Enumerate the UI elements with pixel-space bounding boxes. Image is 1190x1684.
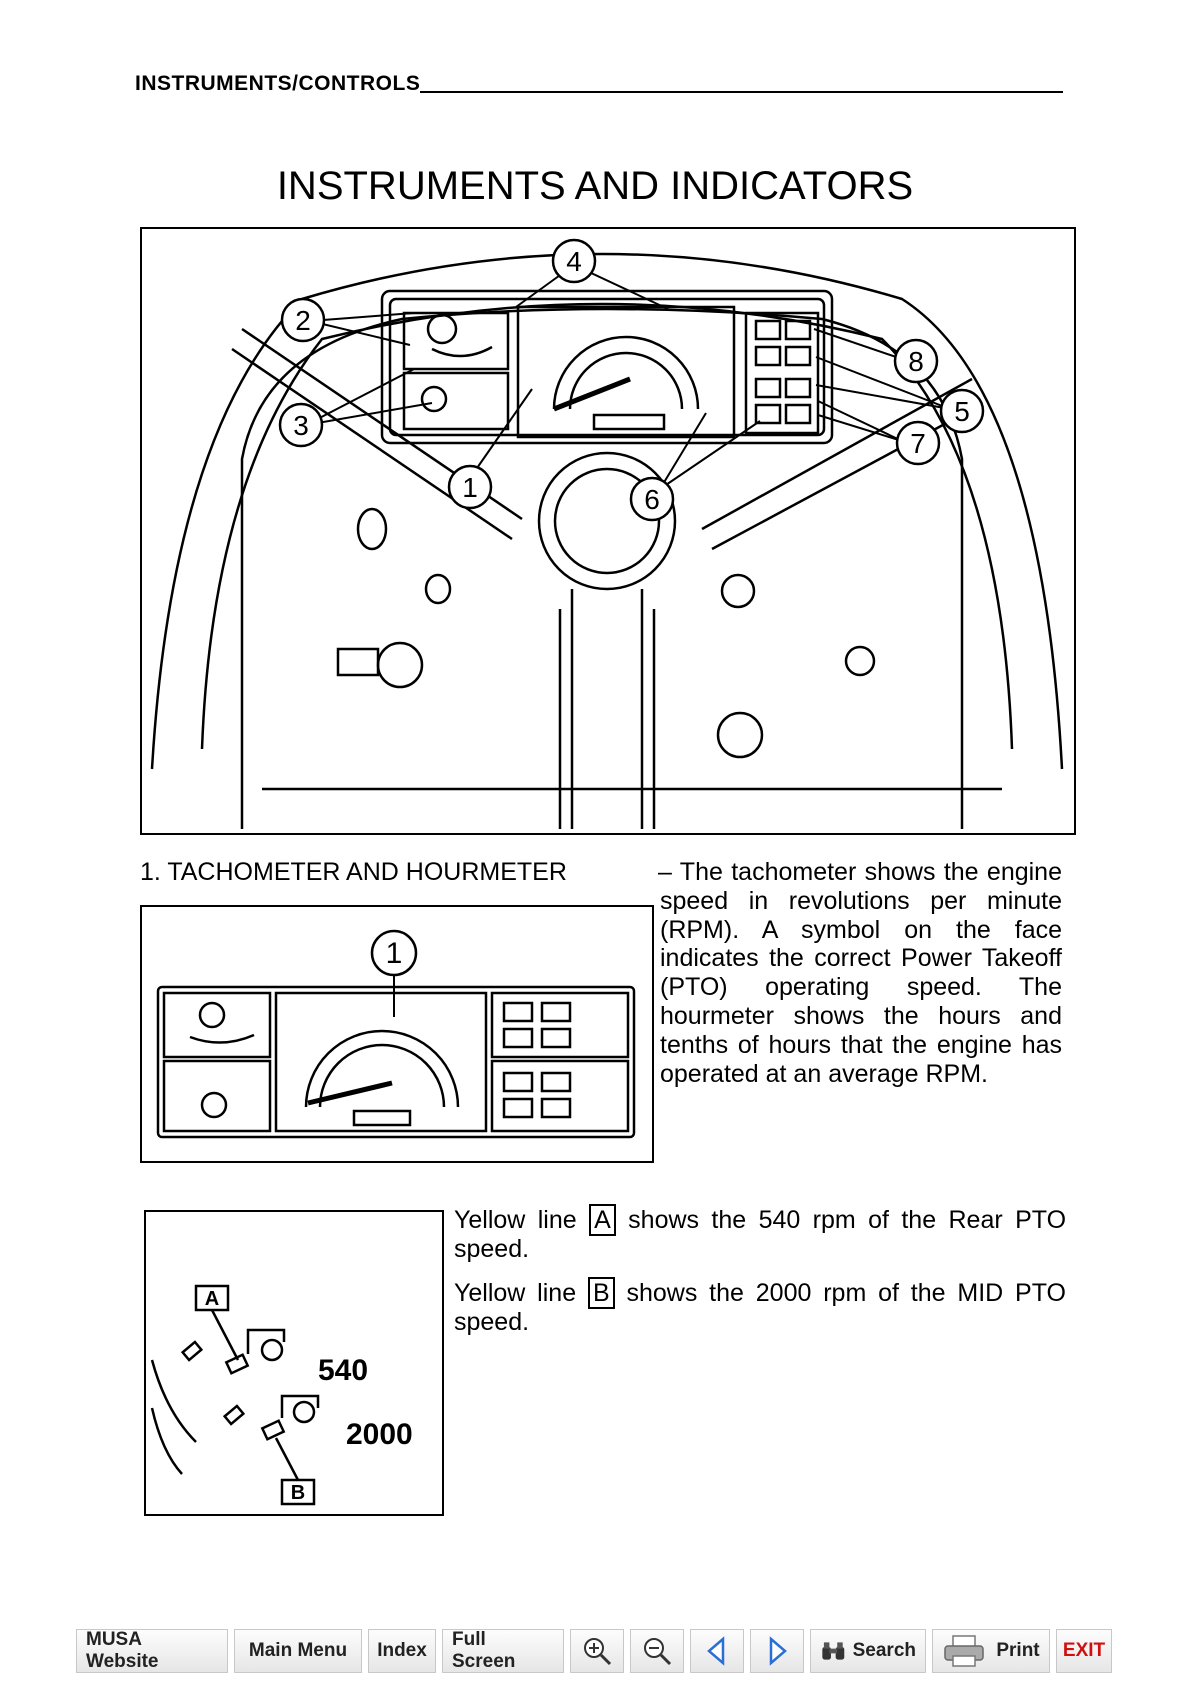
zoom-in-icon — [584, 1638, 612, 1666]
index-button[interactable]: Index — [368, 1629, 436, 1673]
pto-line-b-label: B — [587, 1277, 615, 1309]
cluster-callout-1: 1 — [386, 937, 403, 970]
pto-speed-mid: 2000 — [346, 1418, 413, 1451]
section-header: INSTRUMENTS/CONTROLS — [135, 72, 1063, 96]
instrument-cluster-illustration: 1 — [156, 929, 636, 1139]
musa-website-button[interactable]: MUSA Website — [76, 1629, 228, 1673]
pto-label-b: B — [291, 1482, 305, 1504]
callout-1: 1 — [462, 472, 478, 503]
callout-5: 5 — [954, 396, 970, 427]
pto-line-a-text: Yellow line A shows the 540 rpm of the R… — [454, 1204, 1067, 1263]
callout-4: 4 — [566, 246, 582, 277]
main-menu-button[interactable]: Main Menu — [234, 1629, 362, 1673]
pto-marks-illustration: A B 540 2000 — [150, 1284, 413, 1506]
next-page-icon — [769, 1636, 787, 1666]
pto-label-a: A — [205, 1288, 219, 1310]
section-1-heading: 1. TACHOMETER AND HOURMETER — [140, 858, 567, 886]
pto-speed-rear: 540 — [318, 1354, 368, 1387]
prev-page-icon — [707, 1636, 725, 1666]
next-page-button[interactable] — [750, 1629, 804, 1673]
zoom-in-button[interactable] — [570, 1629, 624, 1673]
dashboard-figure: 2 3 4 1 6 8 5 7 — [140, 227, 1076, 835]
callout-8: 8 — [908, 346, 924, 377]
navigation-toolbar: MUSA Website Main Menu Index Full Screen — [76, 1629, 1112, 1673]
search-button[interactable]: Search — [810, 1629, 926, 1673]
section-header-label: INSTRUMENTS/CONTROLS — [135, 72, 421, 95]
zoom-out-icon — [644, 1638, 672, 1666]
full-screen-button[interactable]: Full Screen — [442, 1629, 564, 1673]
pto-line-b-text: Yellow line B shows the 2000 rpm of the … — [454, 1277, 1066, 1336]
exit-button[interactable]: EXIT — [1056, 1629, 1112, 1673]
print-button[interactable]: Print — [932, 1629, 1050, 1673]
callout-7: 7 — [910, 428, 926, 459]
printer-icon — [944, 1635, 985, 1667]
instrument-cluster-figure: 1 — [140, 905, 654, 1163]
zoom-out-button[interactable] — [630, 1629, 684, 1673]
pto-line-a-label: A — [589, 1204, 616, 1236]
callout-2: 2 — [295, 305, 311, 336]
section-1-text: – The tachometer shows the engine speed … — [658, 858, 1062, 1088]
callout-3: 3 — [293, 410, 309, 441]
pto-marks-figure: A B 540 2000 — [144, 1210, 444, 1516]
prev-page-button[interactable] — [690, 1629, 744, 1673]
page-title: INSTRUMENTS AND INDICATORS — [276, 164, 914, 208]
binoculars-icon — [822, 1642, 845, 1660]
dashboard-illustration: 2 3 4 1 6 8 5 7 — [150, 238, 1064, 829]
callout-6: 6 — [644, 484, 660, 515]
